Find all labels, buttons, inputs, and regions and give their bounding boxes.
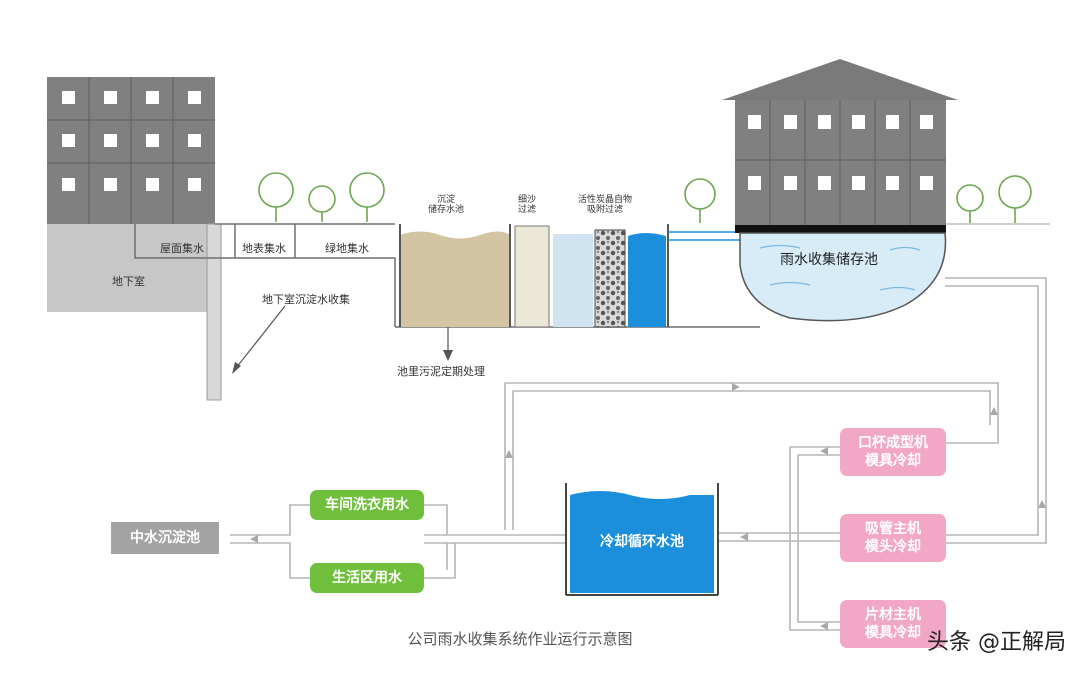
settling-tank xyxy=(399,224,511,327)
basement xyxy=(47,224,207,312)
flow-arrows xyxy=(250,383,1046,630)
cup-mold-cooling-box: 口杯成型机 模具冷却 xyxy=(840,428,946,476)
rain-tank-label: 雨水收集储存池 xyxy=(780,252,878,268)
sludge-label: 池里污泥定期处理 xyxy=(397,365,485,378)
reclaimed-water-pool-box: 中水沉淀池 xyxy=(111,522,219,554)
fine-sand-label: 细沙 过滤 xyxy=(518,195,537,216)
cooling-pool-label: 冷却循环水池 xyxy=(600,533,684,550)
sediment-arrow xyxy=(232,305,286,374)
settling-tank-label: 沉淀 储存水池 xyxy=(428,195,465,216)
activated-carbon-filter xyxy=(594,229,626,328)
ground-collect-label: 地表集水 xyxy=(242,242,286,255)
watermark: 头条 @正解局 xyxy=(927,630,1066,655)
clear-water-section xyxy=(553,234,593,327)
trees-left xyxy=(258,172,385,222)
basement-label: 地下室 xyxy=(112,275,145,288)
filtered-water-section xyxy=(628,233,666,327)
cooling-pool-tank xyxy=(565,483,719,596)
left-building xyxy=(47,77,215,224)
sheet-mold-cooling-box: 片材主机 模具冷却 xyxy=(840,600,946,648)
roof-collect-label: 屋面集水 xyxy=(160,242,204,255)
sludge-arrow xyxy=(443,327,453,361)
living-area-box: 生活区用水 xyxy=(310,563,424,593)
workshop-laundry-box: 车间洗衣用水 xyxy=(310,490,424,520)
basement-sediment-label: 地下室沉淀水收集 xyxy=(262,293,350,306)
activated-carbon-label: 活性炭晶自物 吸附过滤 xyxy=(578,195,633,216)
pipe-to-rain-tank xyxy=(668,231,745,241)
basement-shaft xyxy=(206,223,222,401)
trees-right xyxy=(684,175,1032,223)
pipe-network xyxy=(230,277,1047,631)
diagram-caption: 公司雨水收集系统作业运行示意图 xyxy=(407,630,633,648)
straw-mold-cooling-box: 吸管主机 模头冷却 xyxy=(840,514,946,562)
rain-storage-tank xyxy=(739,232,947,322)
fine-sand-filter xyxy=(514,225,550,328)
right-building xyxy=(722,59,958,233)
green-collect-label: 绿地集水 xyxy=(325,242,369,255)
